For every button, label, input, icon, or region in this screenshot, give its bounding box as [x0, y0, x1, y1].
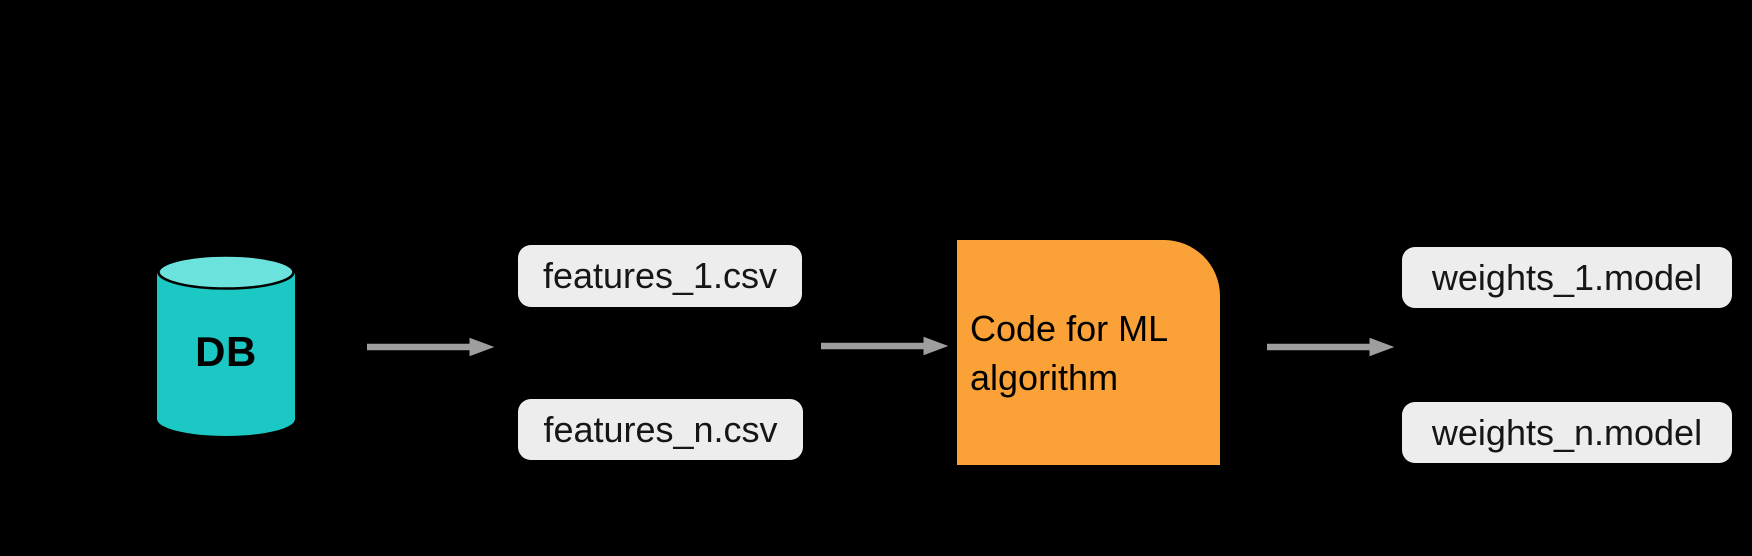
arrow-right-icon — [1267, 337, 1394, 357]
arrow-right-icon — [821, 336, 948, 356]
process-label: Code for ML algorithm — [970, 307, 1167, 398]
features-file-label-1: features_1.csv — [542, 255, 778, 296]
db-label: DB — [195, 328, 257, 375]
features-file-node-n: features_n.csv — [518, 399, 803, 460]
model-file-node-1: weights_1.model — [1402, 247, 1732, 308]
model-file-node-n: weights_n.model — [1402, 402, 1732, 463]
model-file-label-1: weights_1.model — [1431, 256, 1703, 298]
features-file-node-1: features_1.csv — [518, 245, 802, 307]
database-cylinder-icon — [157, 254, 295, 436]
process-node: Code for ML algorithm — [957, 240, 1220, 465]
features-file-label-n: features_n.csv — [543, 408, 778, 450]
arrow-right-icon — [367, 337, 494, 357]
model-file-label-n: weights_n.model — [1431, 411, 1703, 453]
